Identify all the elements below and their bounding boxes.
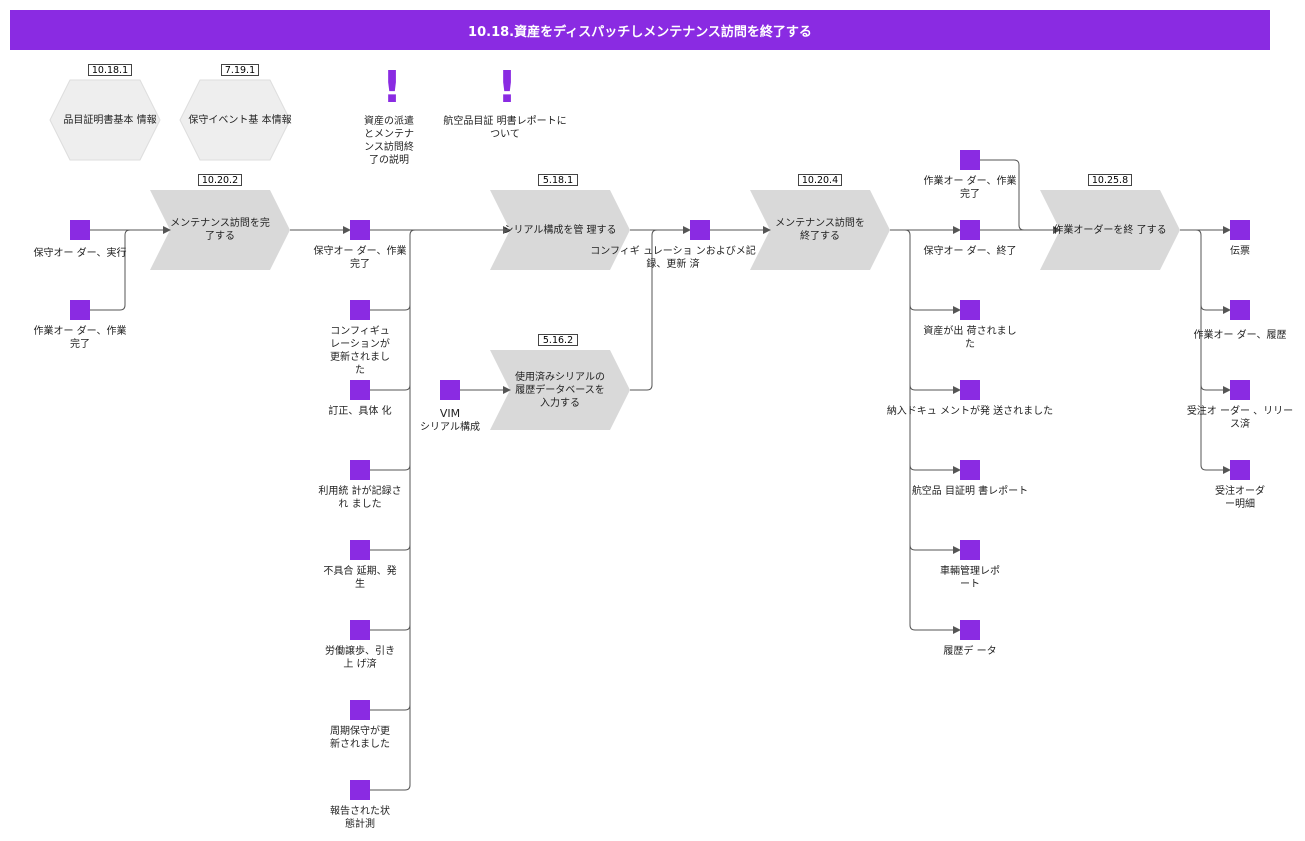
event-label: 不具合 延期、発生 xyxy=(323,566,397,590)
connector-e21 xyxy=(1200,304,1231,314)
bus-p5-outputs xyxy=(1195,229,1231,474)
connector-e6 xyxy=(370,464,411,471)
event-e15[interactable] xyxy=(960,300,980,320)
event-label: 納入ドキュ メントが発 送されました xyxy=(886,406,1054,417)
event-label: コンフィギ ュレーショ ンおよびメ記録、更新 済 xyxy=(590,246,756,270)
connector-e8 xyxy=(370,624,411,631)
process-manage-serial-config[interactable] xyxy=(490,190,630,270)
note-label: 航空品目証 明書レポートについて xyxy=(443,116,567,140)
process-end-maintenance-visit[interactable] xyxy=(750,190,890,270)
event-e16[interactable] xyxy=(960,380,980,400)
hexagon-maintenance-event-info[interactable] xyxy=(179,79,291,161)
event-label: 周期保守が更新されました xyxy=(330,726,390,750)
event-e12[interactable] xyxy=(690,220,710,240)
event-label: 履歴デ ータ xyxy=(943,646,997,657)
hexagon-tag: 10.18.1 xyxy=(88,64,132,76)
event-label: 保守オー ダー、作業完了 xyxy=(313,246,407,270)
event-e19[interactable] xyxy=(960,620,980,640)
event-e4[interactable] xyxy=(350,300,370,320)
event-e3[interactable] xyxy=(350,220,370,240)
diagram-title: 10.18.資産をディスパッチしメンテナンス訪問を終了する xyxy=(10,10,1270,50)
process-close-work-order[interactable] xyxy=(1040,190,1180,270)
process-tag: 10.20.2 xyxy=(198,174,242,186)
event-label: コンフィギュレーションが更新されました xyxy=(330,326,390,376)
event-e1[interactable] xyxy=(70,220,90,240)
event-label: 車輛管理レポート xyxy=(940,566,1000,590)
connector-e7 xyxy=(370,544,411,551)
event-label: VIM xyxy=(439,407,461,420)
event-e20[interactable] xyxy=(1230,220,1250,240)
process-complete-maintenance-visit[interactable] xyxy=(150,190,290,270)
event-e7[interactable] xyxy=(350,540,370,560)
event-e18[interactable] xyxy=(960,540,980,560)
note-label: 資産の派遣とメンテナンス訪問終了の説明 xyxy=(364,116,414,166)
process-tag: 5.16.2 xyxy=(538,334,578,346)
event-e21[interactable] xyxy=(1230,300,1250,320)
event-label: 受注オーダー明細 xyxy=(1215,486,1265,510)
event-label: シリアル構成 xyxy=(420,422,480,433)
process-tag: 10.20.4 xyxy=(798,174,842,186)
event-e17[interactable] xyxy=(960,460,980,480)
connector-e17 xyxy=(909,464,961,474)
event-e13[interactable] xyxy=(960,150,980,170)
exclamation-icon[interactable]: ! xyxy=(382,62,403,113)
event-label: 作業オー ダー、作業完了 xyxy=(33,326,127,350)
connector-e13-p5 xyxy=(980,159,1025,231)
event-label: 航空品 目証明 書レポート xyxy=(911,486,1029,497)
event-e9[interactable] xyxy=(350,700,370,720)
process-label: シリアル構成を管 理する xyxy=(503,224,617,236)
connector-e22 xyxy=(1200,384,1231,394)
connector-e15 xyxy=(909,304,961,314)
process-tag: 5.18.1 xyxy=(538,174,578,186)
event-e8[interactable] xyxy=(350,620,370,640)
connector-e2-p1 xyxy=(90,229,131,311)
hexagon-tag: 7.19.1 xyxy=(221,64,259,76)
event-e23[interactable] xyxy=(1230,460,1250,480)
bus-p4-outputs xyxy=(904,229,961,634)
event-label: 保守オー ダー、実行 xyxy=(33,248,127,259)
connector-e5 xyxy=(370,384,411,391)
event-e10[interactable] xyxy=(350,780,370,800)
connector-p3-e12 xyxy=(630,229,658,391)
connector-e18 xyxy=(909,544,961,554)
event-label: 伝票 xyxy=(1230,246,1250,257)
event-e2[interactable] xyxy=(70,300,90,320)
exclamation-icon[interactable]: ! xyxy=(497,62,518,113)
connector-e16 xyxy=(909,384,961,394)
hexagon-item-info[interactable] xyxy=(49,79,161,161)
connector-e4 xyxy=(370,304,411,311)
event-label: 保守オー ダー、終了 xyxy=(923,246,1017,257)
event-label: 受注オ ーダー 、リリース済 xyxy=(1186,406,1294,430)
process-fill-serial-history[interactable] xyxy=(490,350,630,430)
process-label: 作業オーダーを終 了する xyxy=(1053,224,1167,236)
process-tag: 10.25.8 xyxy=(1088,174,1132,186)
hexagon-label: 保守イベント基 本情報 xyxy=(188,114,292,126)
event-e22[interactable] xyxy=(1230,380,1250,400)
event-label: 作業オー ダー、作業完了 xyxy=(923,176,1017,200)
event-label: 訂正、具体 化 xyxy=(328,406,392,417)
connector-e9 xyxy=(370,704,411,711)
event-label: 作業オー ダー、履歴 xyxy=(1193,330,1287,341)
event-e5[interactable] xyxy=(350,380,370,400)
event-label: 労働譲歩、引き上 げ済 xyxy=(325,646,395,670)
process-label: メンテナンス訪問を完了する xyxy=(170,218,270,242)
hexagon-label: 品目証明書基本 情報 xyxy=(63,114,157,126)
event-label: 資産が出 荷されました xyxy=(923,326,1017,350)
event-e11[interactable] xyxy=(440,380,460,400)
event-label: 利用統 計が記録され ました xyxy=(318,486,402,510)
event-e14[interactable] xyxy=(960,220,980,240)
event-label: 報告された状態計測 xyxy=(330,806,390,830)
event-e6[interactable] xyxy=(350,460,370,480)
bus-left-events xyxy=(370,229,416,791)
process-label: メンテナンス訪問を終了する xyxy=(775,218,865,242)
process-label: 使用済みシリアルの履歴データベースを入力する xyxy=(515,371,605,409)
